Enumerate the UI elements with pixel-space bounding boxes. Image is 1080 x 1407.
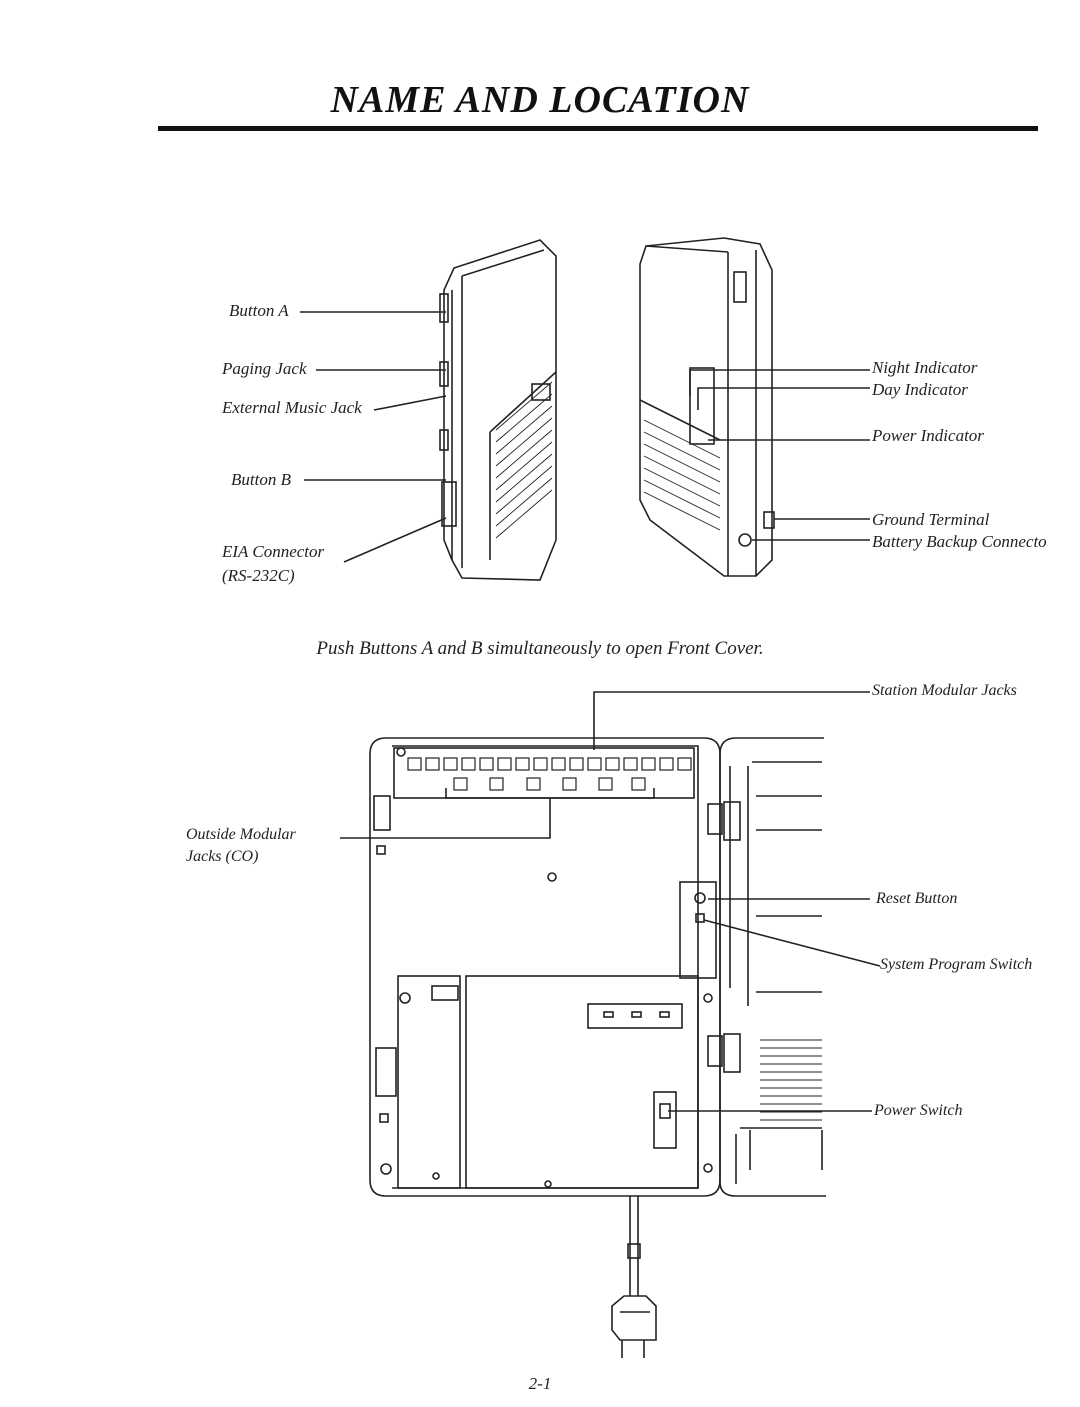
label-eia-connector: EIA Connector <box>222 542 325 561</box>
label-rs232c: (RS-232C) <box>222 566 295 585</box>
label-ground-terminal: Ground Terminal <box>872 510 990 529</box>
label-power-switch: Power Switch <box>874 1102 963 1119</box>
left-side-view <box>439 239 557 581</box>
label-button-a: Button A <box>229 301 289 320</box>
title-rule <box>158 126 1038 131</box>
label-night-indicator: Night Indicator <box>872 358 978 377</box>
front-open-view <box>300 311 881 1197</box>
power-cord <box>611 1196 657 1358</box>
label-reset-button: Reset Button <box>876 890 958 907</box>
label-button-b: Button B <box>231 470 291 489</box>
caption: Push Buttons A and B simultaneously to o… <box>316 638 764 659</box>
label-system-program-switch: System Program Switch <box>880 956 1033 973</box>
right-side-view <box>639 237 775 577</box>
label-outside-modular-jacks-line1: Outside Modular <box>186 826 296 843</box>
page-title: NAME AND LOCATION <box>330 79 750 121</box>
label-paging-jack: Paging Jack <box>222 359 307 378</box>
front-cover <box>719 737 826 1197</box>
label-external-music-jack: External Music Jack <box>222 398 362 417</box>
label-battery-backup-connector: Battery Backup Connecto <box>872 532 1047 551</box>
label-outside-modular-jacks-line2: Jacks (CO) <box>186 848 259 865</box>
label-power-indicator: Power Indicator <box>872 426 984 445</box>
label-day-indicator: Day Indicator <box>872 380 968 399</box>
page-number: 2-1 <box>528 1374 552 1393</box>
label-station-modular-jacks: Station Modular Jacks <box>872 682 1017 699</box>
